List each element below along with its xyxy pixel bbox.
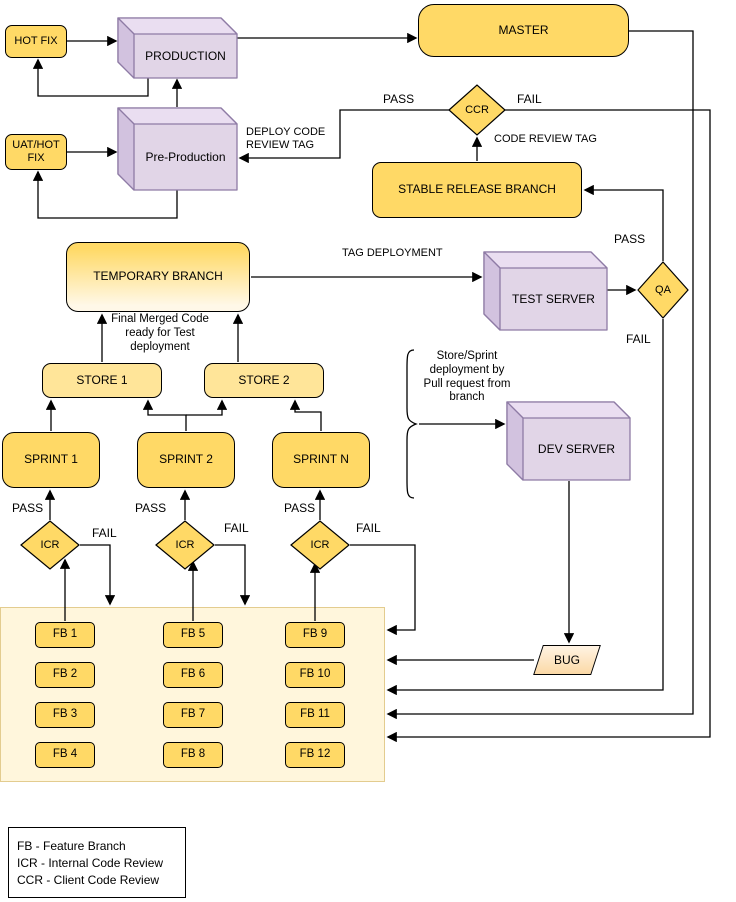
label-icr2-fail: FAIL <box>224 521 249 535</box>
node-sprint-n: SPRINT N <box>272 432 370 488</box>
bug-label: BUG <box>553 653 580 667</box>
node-bug: BUG <box>533 645 601 675</box>
node-production: PRODUCTION <box>145 49 226 63</box>
node-qa: QA <box>655 284 671 296</box>
node-fb-12: FB 12 <box>285 742 345 768</box>
node-temporary-branch: TEMPORARY BRANCH <box>66 242 250 312</box>
node-fb-11: FB 11 <box>285 702 345 728</box>
node-icr-2: ICR <box>175 539 195 551</box>
label-icr2-pass: PASS <box>135 501 167 515</box>
edge-icr2-fail-to-fb <box>215 544 251 606</box>
node-stable-release-branch: STABLE RELEASE BRANCH <box>372 162 582 218</box>
node-hot-fix: HOT FIX <box>5 25 67 58</box>
node-fb-9: FB 9 <box>285 622 345 648</box>
node-uat-hot-fix: UAT/HOT FIX <box>5 134 67 170</box>
annotation-deploy-code-review-tag: DEPLOY CODE REVIEW TAG <box>246 126 326 152</box>
label-ccr-fail: FAIL <box>517 92 542 106</box>
edge-sprintn-to-store2 <box>289 399 322 431</box>
label-icr3-fail: FAIL <box>356 521 381 535</box>
legend-box: FB - Feature Branch ICR - Internal Code … <box>8 827 186 898</box>
node-master: MASTER <box>418 4 629 57</box>
node-fb-2: FB 2 <box>35 662 95 688</box>
label-icr3-pass: PASS <box>284 501 316 515</box>
edge-qa-pass-to-stable <box>583 184 664 261</box>
edge-sprint2-to-store1 <box>142 399 187 431</box>
node-icr-3: ICR <box>310 539 330 551</box>
label-icr1-pass: PASS <box>12 501 44 515</box>
label-icr1-fail: FAIL <box>92 526 117 540</box>
curly-brace <box>406 349 418 499</box>
edge-icr1-fail-to-fb <box>80 544 116 606</box>
node-fb-3: FB 3 <box>35 702 95 728</box>
edge-sprint2-to-store2 <box>186 399 228 416</box>
node-fb-4: FB 4 <box>35 742 95 768</box>
legend-fb: FB - Feature Branch <box>17 838 126 853</box>
label-ccr-pass: PASS <box>383 92 415 106</box>
node-fb-1: FB 1 <box>35 622 95 648</box>
node-sprint-2: SPRINT 2 <box>137 432 235 488</box>
node-icr-1: ICR <box>40 539 60 551</box>
node-test-server: TEST SERVER <box>512 292 595 306</box>
label-qa-fail: FAIL <box>626 332 651 346</box>
legend-ccr: CCR - Client Code Review <box>17 872 160 887</box>
node-fb-8: FB 8 <box>163 742 223 768</box>
annotation-final-merged-code: Final Merged Code ready for Test deploym… <box>111 313 209 353</box>
annotation-tag-deployment: TAG DEPLOYMENT <box>342 247 443 259</box>
annotation-store-sprint-deployment: Store/Sprint deployment by Pull request … <box>423 350 511 404</box>
annotation-code-review-tag: CODE REVIEW TAG <box>494 133 597 145</box>
node-fb-6: FB 6 <box>163 662 223 688</box>
legend-icr: ICR - Internal Code Review <box>17 855 164 870</box>
node-sprint-1: SPRINT 1 <box>2 432 100 488</box>
node-pre-production: Pre-Production <box>145 150 226 164</box>
node-ccr: CCR <box>465 104 489 116</box>
label-qa-pass: PASS <box>614 232 646 246</box>
node-fb-7: FB 7 <box>163 702 223 728</box>
node-fb-10: FB 10 <box>285 662 345 688</box>
edge-production-loop-to-hotfix <box>32 58 149 97</box>
node-fb-5: FB 5 <box>163 622 223 648</box>
node-store-2: STORE 2 <box>204 363 324 398</box>
node-store-1: STORE 1 <box>42 363 162 398</box>
node-dev-server: DEV SERVER <box>537 442 616 456</box>
